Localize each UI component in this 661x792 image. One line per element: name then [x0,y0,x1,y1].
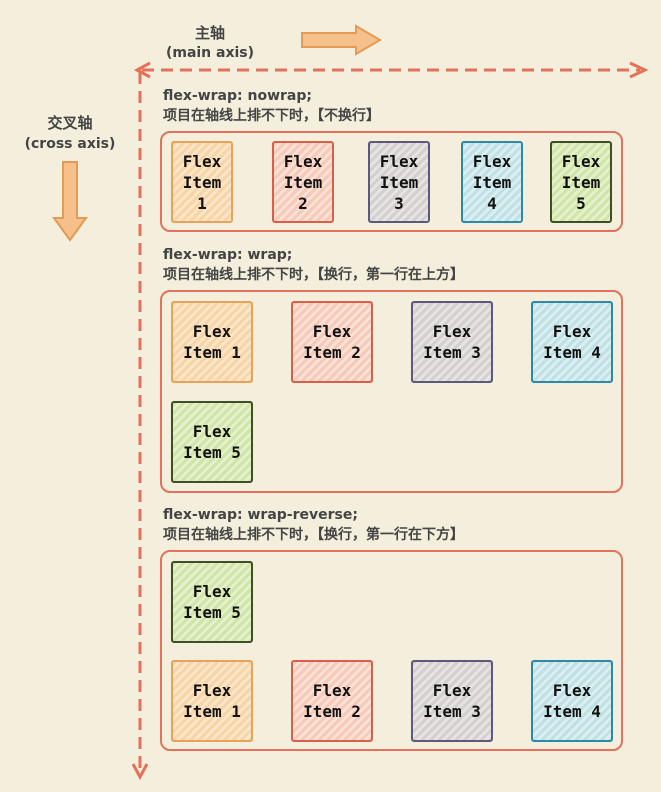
section-wrap-title: flex-wrap: wrap; 项目在轴线上排不下时，【换行，第一行在上方】 [163,245,464,285]
section-wrap-reverse-title: flex-wrap: wrap-reverse; 项目在轴线上排不下时，【换行，… [163,505,464,545]
main-axis-arrowtail [133,61,151,79]
main-axis-label: 主轴 [194,24,225,42]
section-code: flex-wrap: wrap; [163,247,293,263]
section-desc: 项目在轴线上排不下时，【不换行】 [163,108,380,124]
cross-axis-block-arrow [52,161,88,242]
main-axis-arrowhead [629,61,649,79]
main-axis-block-arrow [301,24,382,56]
section-desc: 项目在轴线上排不下时，【换行，第一行在上方】 [163,267,464,283]
section-nowrap-title: flex-wrap: nowrap; 项目在轴线上排不下时，【不换行】 [163,86,380,126]
cross-axis-label: 交叉轴 [47,114,93,132]
main-axis-sublabel: (main axis) [165,45,255,61]
section-code: flex-wrap: nowrap; [163,88,312,104]
section-desc: 项目在轴线上排不下时，【换行，第一行在下方】 [163,527,464,543]
section-code: flex-wrap: wrap-reverse; [163,507,358,523]
cross-axis-arrowhead [131,763,149,781]
cross-axis-sublabel: (cross axis) [24,136,116,152]
